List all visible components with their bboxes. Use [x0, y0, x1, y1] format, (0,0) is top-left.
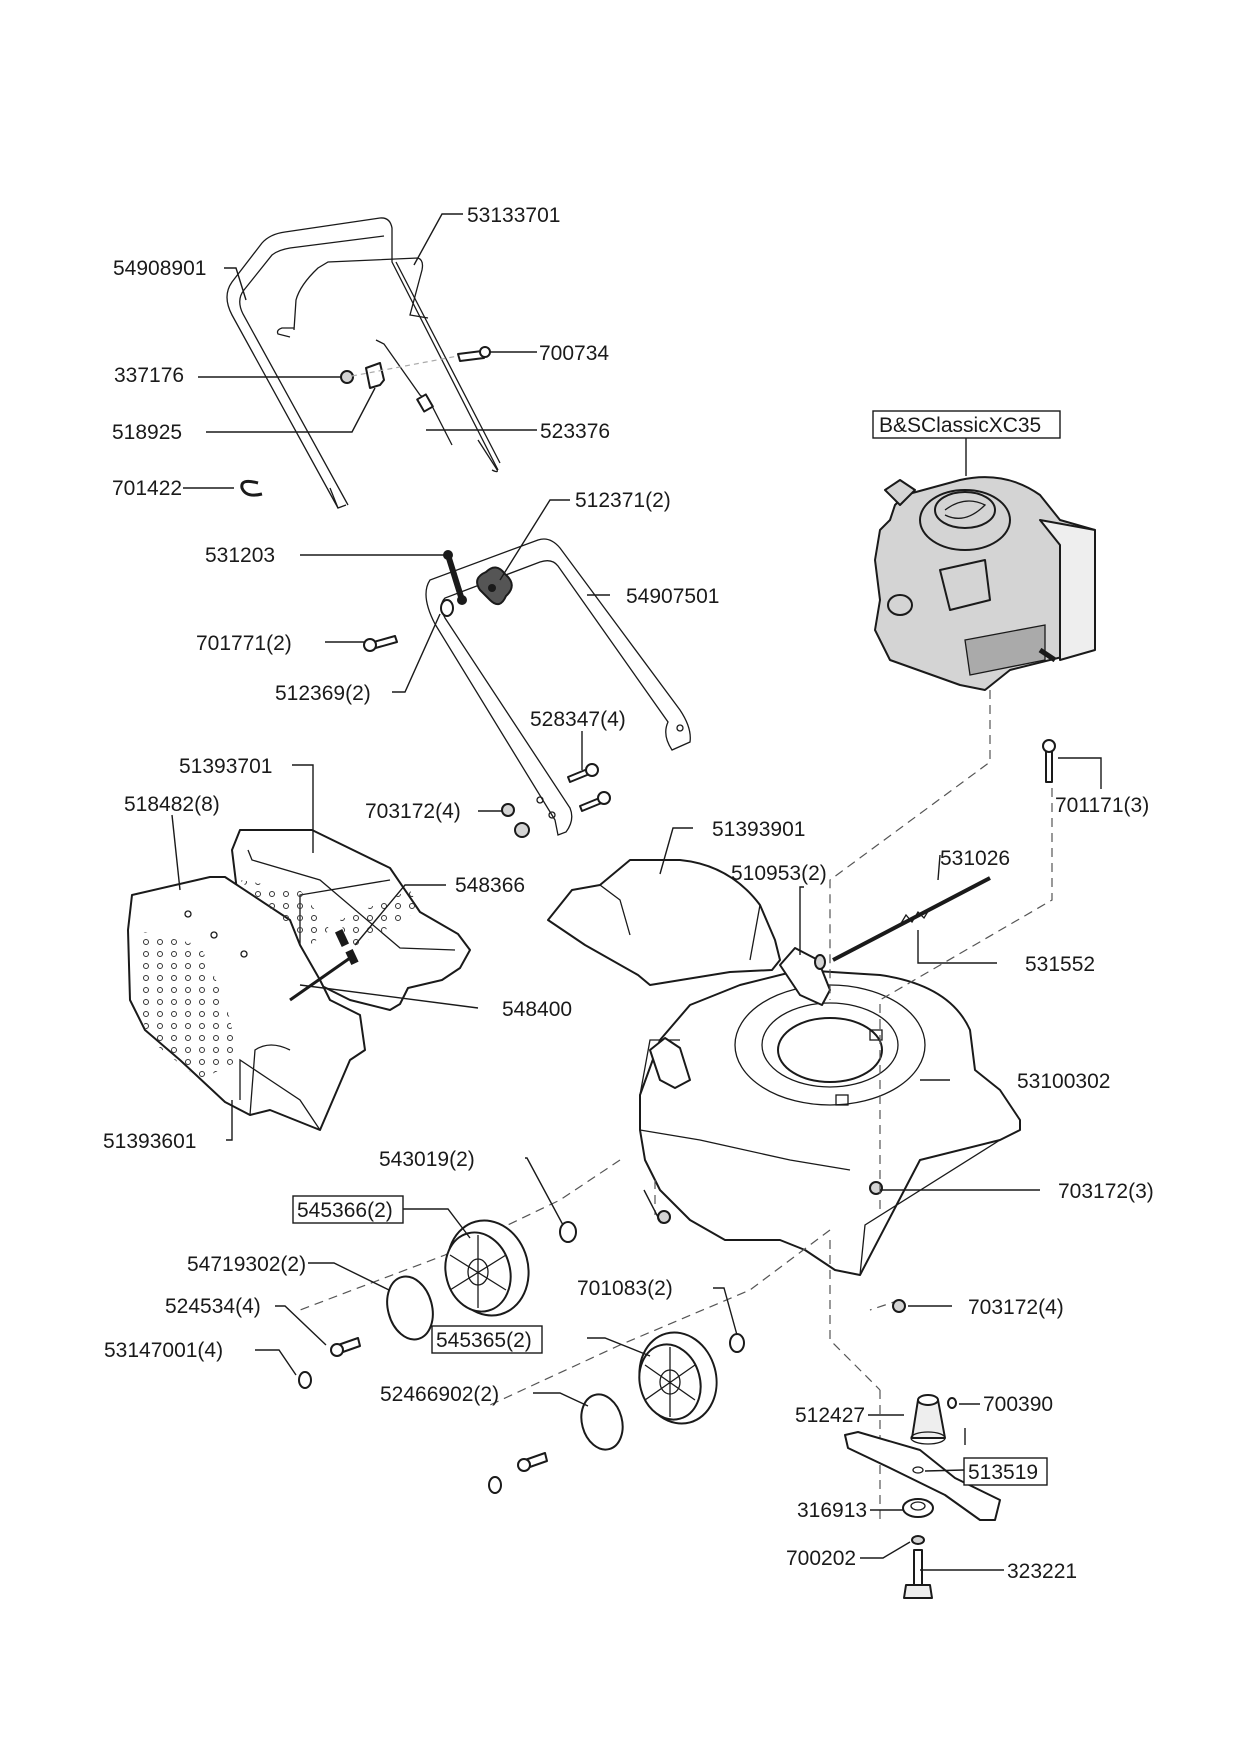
bracket-518925: [365, 362, 385, 389]
washer-701083: [729, 1333, 745, 1353]
clip-701422: [240, 479, 263, 497]
nut-337176: [340, 370, 354, 384]
label-512427: 512427: [795, 1404, 865, 1427]
hubcap-54719302: [386, 1275, 434, 1341]
label-524534: 524534(4): [165, 1295, 261, 1318]
label-703172-bottom: 703172(4): [968, 1296, 1064, 1319]
bolt-524534: [330, 1337, 361, 1357]
label-box-513519: [963, 1457, 1048, 1486]
nut-703172-deck: [657, 1210, 906, 1313]
label-543019: 543019(2): [379, 1148, 475, 1171]
key-700390: [947, 1397, 957, 1409]
upper-handle-bar-53133701: [276, 257, 429, 338]
label-512369: 512369(2): [275, 682, 371, 705]
chute-51393901: [547, 859, 781, 986]
washer-316913: [902, 1498, 934, 1518]
label-701422: 701422: [112, 477, 182, 500]
label-54719302: 54719302(2): [187, 1253, 306, 1276]
label-box-545365: [431, 1325, 543, 1354]
nuts-703172-handle: [501, 803, 530, 838]
bolt-524534-b: [517, 1452, 548, 1472]
label-531026: 531026: [940, 847, 1010, 870]
leader-lines: [171, 213, 1102, 1571]
blade-adapter-512427: [910, 1394, 946, 1445]
label-51393601: 51393601: [103, 1130, 196, 1153]
knob-512371: [476, 566, 513, 606]
label-545366: 545366(2): [297, 1199, 393, 1222]
screw-700734: [457, 346, 491, 362]
label-701771: 701771(2): [196, 632, 292, 655]
label-523376: 523376: [540, 420, 610, 443]
axle-531026: [832, 876, 991, 962]
hubcap-52466902: [580, 1393, 624, 1451]
label-54908901: 54908901: [113, 257, 206, 280]
upper-handle-54908901: [226, 217, 501, 509]
label-518925: 518925: [112, 421, 182, 444]
lower-handle-54907501: [425, 538, 691, 836]
label-701171: 701171(3): [1055, 794, 1149, 817]
washer-543019: [559, 1221, 577, 1243]
cap-53147001-b: [488, 1476, 502, 1494]
rod-548400: [289, 956, 351, 1002]
label-701083: 701083(2): [577, 1277, 673, 1300]
label-53100302: 53100302: [1017, 1070, 1110, 1093]
label-510953: 510953(2): [731, 862, 827, 885]
label-518482: 518482(8): [124, 793, 220, 816]
label-531552: 531552: [1025, 953, 1095, 976]
screws-518482: [184, 910, 248, 958]
label-548366: 548366: [455, 874, 525, 897]
label-box-545366: [292, 1195, 404, 1224]
clip-548366: [334, 929, 359, 966]
label-52466902: 52466902(2): [380, 1383, 499, 1406]
wheel-545365: [638, 1331, 718, 1425]
washer-512369: [440, 599, 454, 617]
washer-510953: [814, 954, 826, 970]
wheel-545366: [444, 1219, 530, 1317]
label-531203: 531203: [205, 544, 275, 567]
bolts-528347: [567, 763, 611, 812]
label-337176: 337176: [114, 364, 184, 387]
cap-53147001: [298, 1371, 312, 1389]
label-323221: 323221: [1007, 1560, 1077, 1583]
blade-513519: [844, 1431, 1001, 1521]
label-700390: 700390: [983, 1393, 1053, 1416]
label-53133701: 53133701: [467, 204, 560, 227]
lever-531203: [443, 550, 467, 605]
label-703172-handle: 703172(4): [365, 800, 461, 823]
label-53147001: 53147001(4): [104, 1339, 223, 1362]
label-51393901: 51393901: [712, 818, 805, 841]
label-316913: 316913: [797, 1499, 867, 1522]
deck-53100302: [639, 969, 1021, 1276]
bolt-701771: [363, 635, 398, 652]
label-51393701: 51393701: [179, 755, 272, 778]
label-engine: B&SClassicXC35: [879, 414, 1041, 437]
label-54907501: 54907501: [626, 585, 719, 608]
label-548400: 548400: [502, 998, 572, 1021]
label-703172-deck: 703172(3): [1058, 1180, 1154, 1203]
label-545365: 545365(2): [436, 1329, 532, 1352]
label-700734: 700734: [539, 342, 609, 365]
bolt-701171: [1042, 739, 1056, 783]
label-700202: 700202: [786, 1547, 856, 1570]
label-512371: 512371(2): [575, 489, 671, 512]
label-528347: 528347(4): [530, 708, 626, 731]
cable-523376: [375, 339, 453, 446]
label-513519: 513519: [968, 1461, 1038, 1484]
bag-texture: [135, 880, 420, 1080]
engine-b-s-classic-xc35: [874, 476, 1096, 691]
bolt-323221: [903, 1549, 933, 1599]
washer-700202: [911, 1535, 925, 1545]
